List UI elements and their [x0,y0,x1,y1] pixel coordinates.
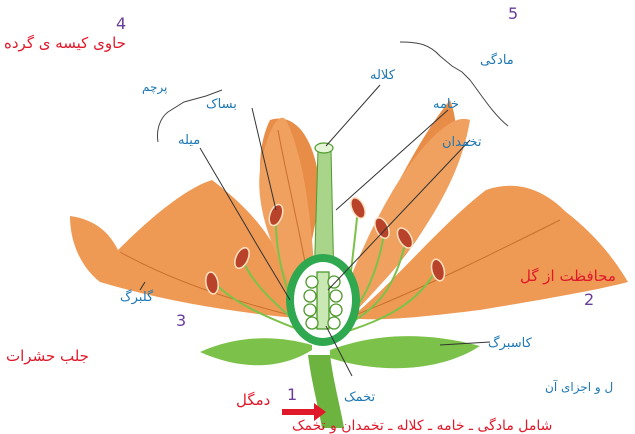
label-style: خامه [433,98,459,111]
stigma [315,143,333,153]
label-stigma: کلاله [370,69,395,82]
number-1: 1 [287,387,297,403]
label-sepal: کاسبرگ [488,337,532,350]
number-2: 2 [584,292,594,308]
label-pistil: مادگی [480,54,514,67]
sepal-right [330,336,480,368]
label-stamen: پرچم [142,81,167,93]
label-filament: میله [178,134,200,147]
number-3: 3 [176,313,186,329]
label-petal: گلبرگ [120,291,153,304]
number-4: 4 [116,16,126,32]
label-flower-stalk: دمگل [236,393,270,408]
annotation-insects: جلب حشرات [6,349,89,364]
annotation-pollen-sac: حاوی کیسه ی گرده [4,36,126,51]
annotation-parts-cut: ل و اجزای آن [545,381,613,393]
label-anther: بساک [206,98,237,111]
number-5: 5 [508,6,518,22]
sepal-left [200,338,312,365]
annotation-bottom-cut: شامل مادگی ـ خامه ـ کلاله ـ تخمدان و تخم… [292,419,552,433]
label-ovule: تخمک [344,391,375,404]
annotation-protection: محافظت از گل [520,269,616,284]
label-ovary: تخمدان [442,136,482,149]
